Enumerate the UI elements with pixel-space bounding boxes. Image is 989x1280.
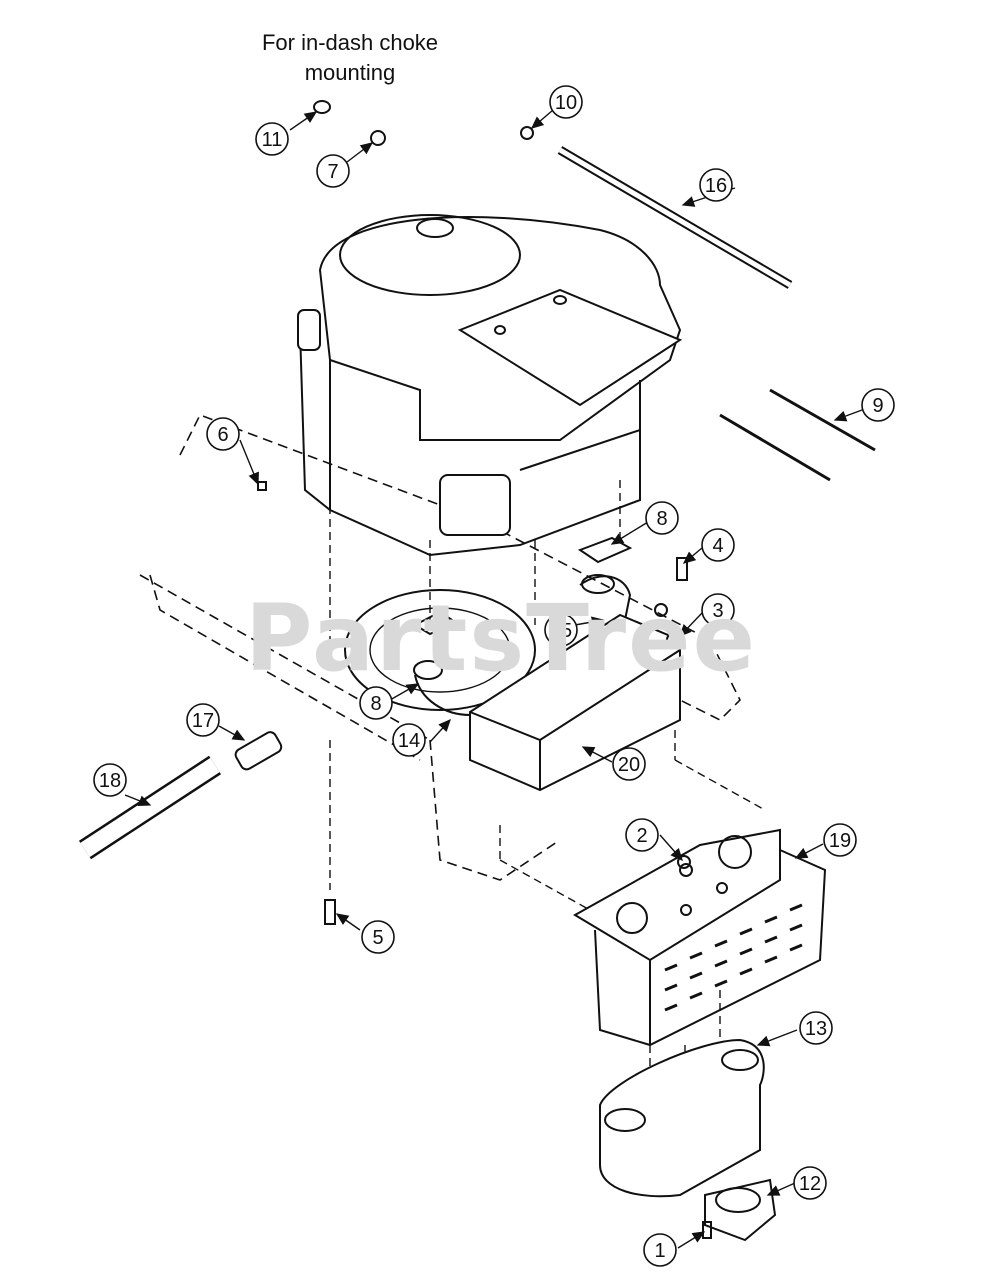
callout-circle bbox=[255, 122, 289, 156]
callout-7: 7 bbox=[316, 154, 350, 188]
callout-circle bbox=[861, 388, 895, 422]
bolt-4 bbox=[676, 557, 688, 581]
callout-circle bbox=[799, 1011, 833, 1045]
callout-19: 19 bbox=[823, 823, 857, 857]
callout-8: 8 bbox=[359, 686, 393, 720]
callout-16: 16 bbox=[699, 168, 733, 202]
lower-muffler bbox=[599, 1038, 765, 1198]
gasket-upper bbox=[577, 536, 633, 564]
callout-15: 15 bbox=[544, 613, 578, 647]
callout-label: 1 bbox=[654, 1240, 665, 1262]
choke-note-line1: For in-dash choke bbox=[261, 30, 439, 55]
hex-nut-7 bbox=[370, 130, 386, 146]
callout-3: 3 bbox=[701, 593, 735, 627]
callout-circle bbox=[612, 747, 646, 781]
callout-label: 16 bbox=[705, 175, 727, 197]
callout-circle bbox=[359, 686, 393, 720]
callout-circle bbox=[823, 823, 857, 857]
callout-circle bbox=[701, 593, 735, 627]
cable-tie-2 bbox=[719, 413, 831, 482]
callout-circle bbox=[186, 703, 220, 737]
callout-label: 8 bbox=[656, 508, 667, 530]
bolt-1 bbox=[702, 1221, 712, 1239]
callout-circle bbox=[699, 168, 733, 202]
callout-circle bbox=[645, 501, 679, 535]
callout-2: 2 bbox=[625, 818, 659, 852]
callout-label: 15 bbox=[550, 620, 572, 642]
muffler bbox=[469, 613, 681, 792]
callout-circle bbox=[93, 763, 127, 797]
callout-label: 10 bbox=[555, 92, 577, 114]
watermark: PartsTree bbox=[245, 585, 757, 692]
callout-circle bbox=[544, 613, 578, 647]
choke-note: For in-dash choke mounting bbox=[230, 28, 470, 88]
callout-17: 17 bbox=[186, 703, 220, 737]
callout-label: 12 bbox=[799, 1173, 821, 1195]
callout-label: 11 bbox=[262, 129, 283, 151]
callout-11: 11 bbox=[255, 122, 289, 156]
callout-circle bbox=[793, 1166, 827, 1200]
callout-13: 13 bbox=[799, 1011, 833, 1045]
callout-label: 5 bbox=[372, 927, 383, 949]
washer bbox=[313, 100, 331, 114]
callout-circle bbox=[361, 920, 395, 954]
callout-label: 19 bbox=[829, 830, 851, 852]
callout-label: 3 bbox=[712, 600, 723, 622]
bolt-3 bbox=[666, 632, 682, 648]
callout-circle bbox=[549, 85, 583, 119]
callout-10: 10 bbox=[549, 85, 583, 119]
callout-20: 20 bbox=[612, 747, 646, 781]
hex-nut-10 bbox=[520, 126, 534, 140]
callout-label: 20 bbox=[618, 754, 640, 776]
engine bbox=[297, 214, 683, 557]
exhaust-pipe-lower bbox=[414, 674, 471, 716]
callout-label: 13 bbox=[805, 1018, 827, 1040]
callout-label: 8 bbox=[370, 693, 381, 715]
fuel-filter bbox=[234, 731, 283, 771]
callout-4: 4 bbox=[701, 528, 735, 562]
callout-18: 18 bbox=[93, 763, 127, 797]
callout-label: 14 bbox=[398, 730, 420, 752]
gasket-lower bbox=[412, 610, 458, 636]
callout-9: 9 bbox=[861, 388, 895, 422]
callout-circle bbox=[643, 1233, 677, 1267]
callout-circle bbox=[625, 818, 659, 852]
callout-label: 2 bbox=[636, 825, 647, 847]
callout-circle bbox=[392, 723, 426, 757]
bolt-2 bbox=[677, 855, 691, 869]
cable-tie-1 bbox=[769, 388, 876, 452]
frame-hole bbox=[344, 589, 536, 711]
callout-circle bbox=[316, 154, 350, 188]
callout-circle bbox=[206, 417, 240, 451]
engine-alignment-lines bbox=[329, 480, 766, 1085]
callout-14: 14 bbox=[392, 723, 426, 757]
callout-label: 6 bbox=[217, 424, 228, 446]
callout-12: 12 bbox=[793, 1166, 827, 1200]
callout-circle bbox=[701, 528, 735, 562]
leader-arrows bbox=[124, 109, 863, 1249]
callout-label: 17 bbox=[192, 710, 214, 732]
callout-label: 7 bbox=[327, 161, 338, 183]
callout-label: 4 bbox=[712, 535, 723, 557]
set-screw bbox=[257, 481, 267, 491]
callout-8: 8 bbox=[645, 501, 679, 535]
heat-shield-slots bbox=[664, 903, 803, 1012]
exhaust-pipe-upper bbox=[579, 575, 632, 621]
callout-5: 5 bbox=[361, 920, 395, 954]
callout-label: 18 bbox=[99, 770, 121, 792]
heat-shield bbox=[573, 828, 827, 1047]
bolt-5 bbox=[324, 899, 336, 925]
callout-6: 6 bbox=[206, 417, 240, 451]
choke-note-line2: mounting bbox=[304, 60, 396, 85]
callout-label: 9 bbox=[872, 395, 883, 417]
callout-1: 1 bbox=[643, 1233, 677, 1267]
